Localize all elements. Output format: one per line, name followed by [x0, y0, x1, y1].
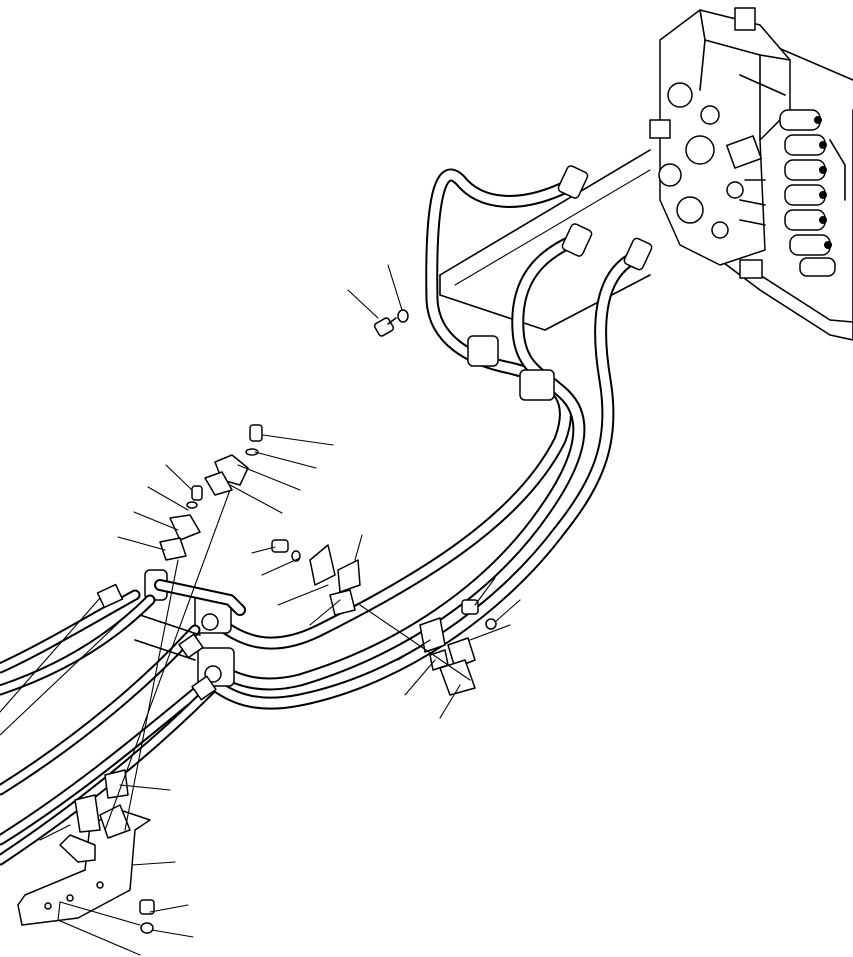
washer: [246, 449, 258, 455]
tube-clamp: [60, 770, 130, 862]
mounting-bracket: [18, 490, 230, 925]
tube-clamp: [205, 455, 248, 495]
bolt: [374, 317, 396, 337]
tube-clamp: [420, 618, 475, 695]
bolt: [192, 486, 202, 500]
hydraulic-tube-upper: [215, 175, 570, 643]
tube-support-plate: [440, 150, 650, 330]
bolt: [462, 600, 478, 614]
washer: [398, 310, 408, 322]
bolt: [140, 900, 154, 914]
bolt: [272, 540, 288, 552]
control-valve-assembly: [650, 8, 853, 340]
valve-spools: [780, 110, 845, 276]
hardware: [58, 310, 510, 955]
tube-clamp: [160, 515, 200, 560]
hydraulic-tube-lower: [215, 255, 640, 703]
bolt: [250, 425, 262, 441]
washer: [141, 923, 153, 933]
tube-flanges: [145, 165, 653, 686]
washer: [486, 619, 496, 629]
tube-clamp: [310, 545, 360, 615]
hydraulic-tube-middle: [210, 240, 579, 684]
leader-lines: [0, 265, 520, 937]
valve-ports: [650, 8, 785, 278]
washer: [187, 502, 197, 508]
hydraulic-tubes: [145, 165, 653, 703]
